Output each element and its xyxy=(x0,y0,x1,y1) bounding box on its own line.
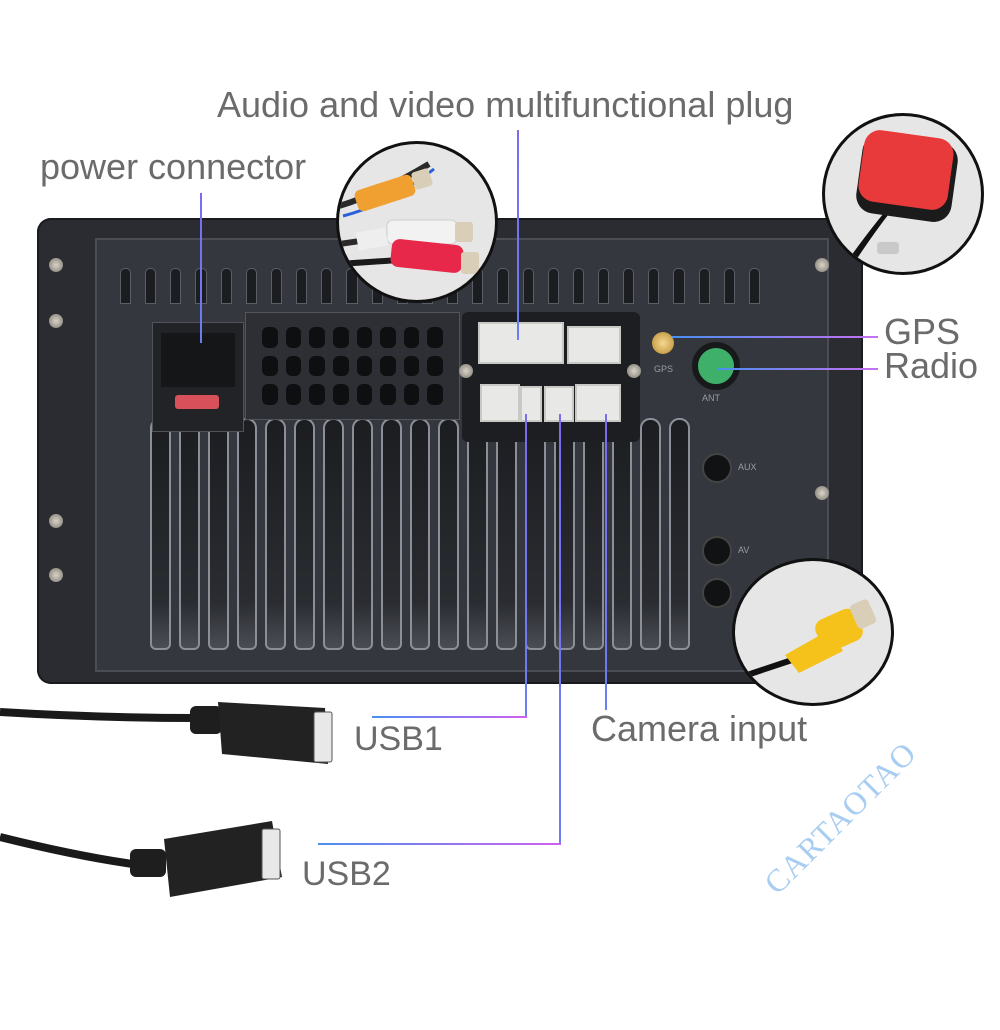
gps-antenna-inset xyxy=(822,113,984,275)
radio-label: Radio xyxy=(884,345,979,386)
mount-screw xyxy=(49,568,63,582)
camera-input-label: Camera input xyxy=(591,708,808,749)
mount-screw xyxy=(627,364,641,378)
gps-jack-marking: GPS xyxy=(654,364,674,374)
fuse xyxy=(175,395,219,409)
mount-screw xyxy=(49,258,63,272)
mount-screw xyxy=(815,486,829,500)
camera-socket xyxy=(575,384,621,422)
camera-leader-line xyxy=(605,414,607,710)
aux-jack-b-marking: AV xyxy=(738,545,750,555)
aux-jack-b xyxy=(702,536,732,566)
aux-jack-a-marking: AUX xyxy=(738,462,757,472)
camera-rca-inset xyxy=(732,558,894,706)
rca-plugs-icon xyxy=(339,161,479,274)
yellow-rca-plug-icon xyxy=(735,599,877,682)
mount-screw xyxy=(459,364,473,378)
usb2-leader-horizontal xyxy=(318,843,561,845)
usb1-label: USB1 xyxy=(354,720,443,758)
usb2-label: USB2 xyxy=(302,855,391,893)
mount-screw xyxy=(815,258,829,272)
usb1-socket xyxy=(520,386,542,422)
av-socket-main xyxy=(478,322,564,364)
av-leader-line xyxy=(517,130,519,340)
aux-jack-a xyxy=(702,453,732,483)
power-leader-line xyxy=(200,193,202,343)
mount-screw xyxy=(49,314,63,328)
power-connector-socket xyxy=(152,322,244,432)
gps-label: GPS xyxy=(884,311,961,352)
radio-leader-line xyxy=(718,368,878,370)
rca-cable-inset xyxy=(336,141,498,303)
power-connector-label: power connector xyxy=(40,146,307,187)
av-socket-aux xyxy=(567,326,621,364)
usb1-leader-vertical xyxy=(525,414,527,718)
vent-grille xyxy=(245,312,460,420)
av-plug-label: Audio and video multifunctional plug xyxy=(217,84,794,125)
gps-antenna-icon xyxy=(845,130,958,265)
gps-leader-line xyxy=(672,336,878,338)
usb1-leader-horizontal xyxy=(372,716,527,718)
aux-jack-c xyxy=(702,578,732,608)
power-pin-header xyxy=(161,333,235,387)
usb2-cable-icon xyxy=(0,821,282,897)
watermark: CARTAOTAO xyxy=(756,734,924,901)
gps-jack xyxy=(652,332,674,354)
mount-screw xyxy=(49,514,63,528)
heatsink-fins xyxy=(150,418,691,650)
antenna-jack xyxy=(692,342,740,390)
av-socket-lower-1 xyxy=(480,384,520,422)
usb2-leader-vertical xyxy=(559,414,561,844)
usb1-cable-icon xyxy=(0,702,333,764)
antenna-jack-marking: ANT xyxy=(702,393,720,403)
